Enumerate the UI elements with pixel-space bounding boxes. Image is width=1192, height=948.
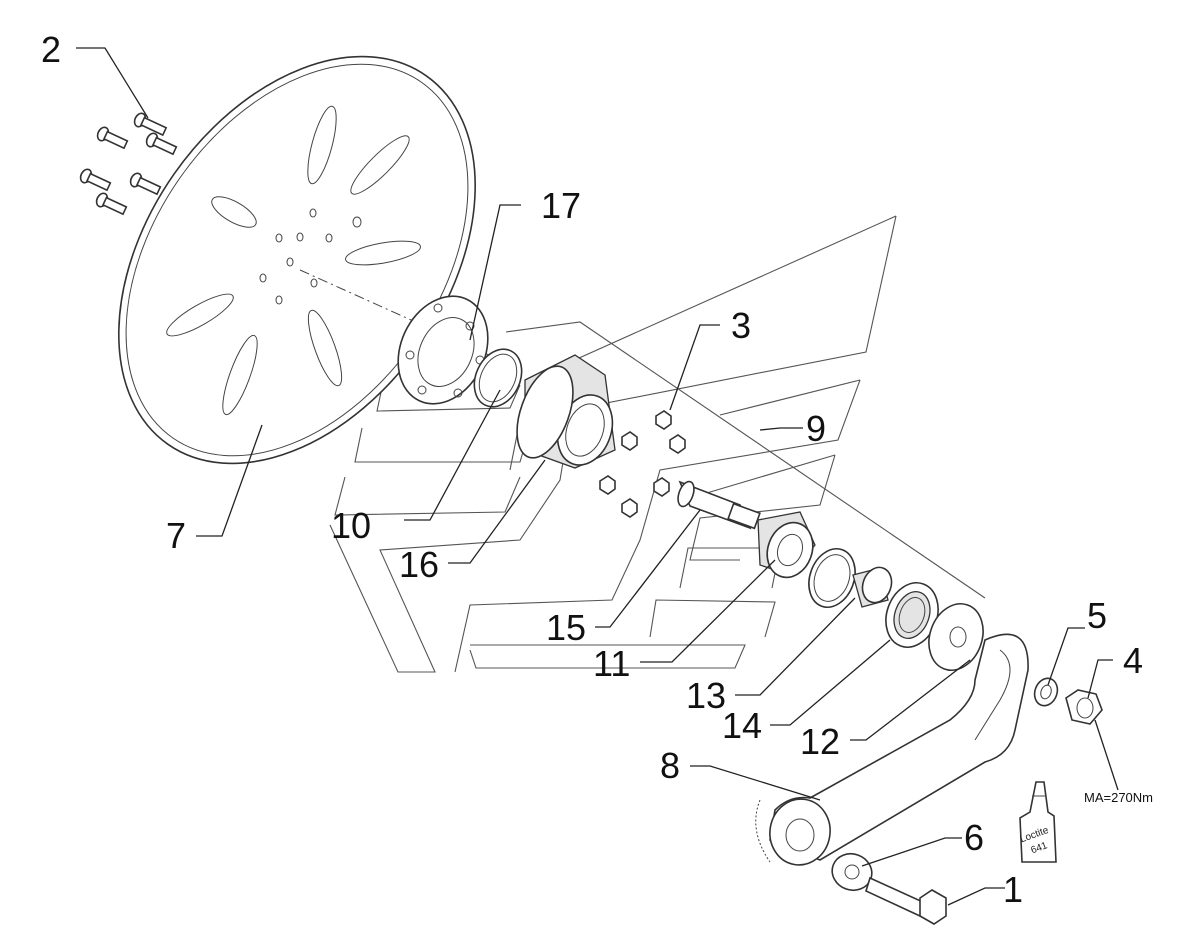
label-1: 1 — [1003, 869, 1023, 910]
snap-ring-part-13 — [808, 548, 856, 608]
nut-part-4 — [1065, 689, 1103, 725]
label-6: 6 — [964, 817, 984, 858]
nuts-part-3 — [599, 410, 686, 518]
washer-part-6 — [831, 852, 873, 892]
label-3: 3 — [731, 305, 751, 346]
gasket-part-17 — [397, 295, 489, 405]
circlip-part-10 — [473, 348, 523, 408]
seal-part-14 — [885, 582, 939, 648]
crank-arm-part-8 — [755, 633, 1029, 866]
loctite-bottle: Loctite 641 — [1019, 781, 1057, 863]
label-15: 15 — [546, 607, 586, 648]
screws-part-2 — [79, 112, 178, 216]
disc-part-7 — [118, 55, 501, 465]
label-11: 11 — [593, 643, 630, 684]
label-14: 14 — [722, 705, 762, 746]
label-8: 8 — [660, 745, 680, 786]
hub-part-16 — [516, 354, 616, 469]
part-labels: 2 7 17 3 9 10 16 15 11 13 14 12 5 4 8 6 … — [41, 29, 1153, 910]
leader-lines — [76, 47, 1119, 906]
washer-part-5 — [1033, 677, 1059, 707]
label-4: 4 — [1123, 640, 1143, 681]
label-5: 5 — [1087, 595, 1107, 636]
label-9: 9 — [806, 408, 826, 449]
spacer-part — [852, 566, 893, 608]
label-2: 2 — [41, 29, 61, 70]
label-13: 13 — [686, 675, 726, 716]
label-17: 17 — [541, 185, 581, 226]
label-16: 16 — [399, 544, 439, 585]
axle-part-15 — [677, 480, 761, 530]
label-10: 10 — [331, 505, 371, 546]
assembly-bands — [329, 215, 986, 673]
torque-note: MA=270Nm — [1084, 790, 1153, 805]
bolt-part-1 — [865, 876, 947, 925]
label-7: 7 — [166, 515, 186, 556]
label-12: 12 — [800, 721, 840, 762]
bearing-part-11 — [757, 511, 816, 579]
washer-part-12 — [928, 603, 984, 671]
